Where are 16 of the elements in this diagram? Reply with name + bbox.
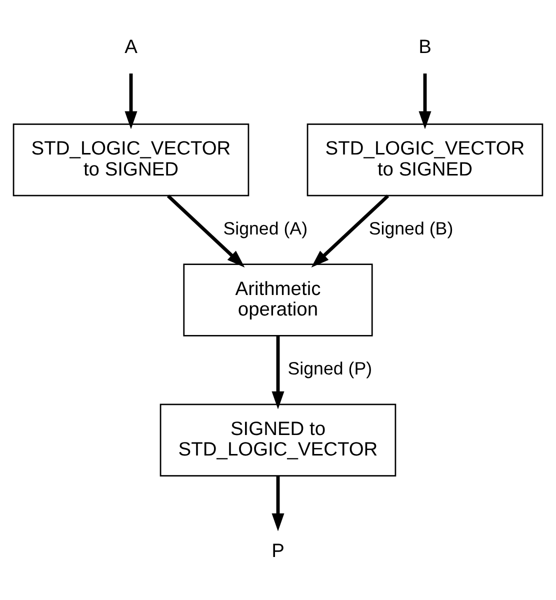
edge-label: Signed (B) <box>368 218 454 239</box>
arrow <box>272 476 284 532</box>
edge-label: Signed (P) <box>288 358 372 379</box>
node-text: P <box>272 541 284 562</box>
node-box: STD_LOGIC_VECTOR to SIGNED <box>306 123 544 196</box>
node-text: A <box>124 36 138 58</box>
node-box: STD_LOGIC_VECTOR to SIGNED <box>12 123 250 196</box>
node-box: SIGNED to STD_LOGIC_VECTOR <box>160 404 396 477</box>
arrow <box>124 74 138 130</box>
arrow <box>311 194 390 268</box>
arrow <box>272 336 284 410</box>
arrow <box>166 194 245 268</box>
edge-label: Signed (A) <box>223 218 308 239</box>
node-text: B <box>418 36 432 58</box>
node-box: Arithmetic operation <box>183 264 373 336</box>
arrow <box>418 74 432 130</box>
